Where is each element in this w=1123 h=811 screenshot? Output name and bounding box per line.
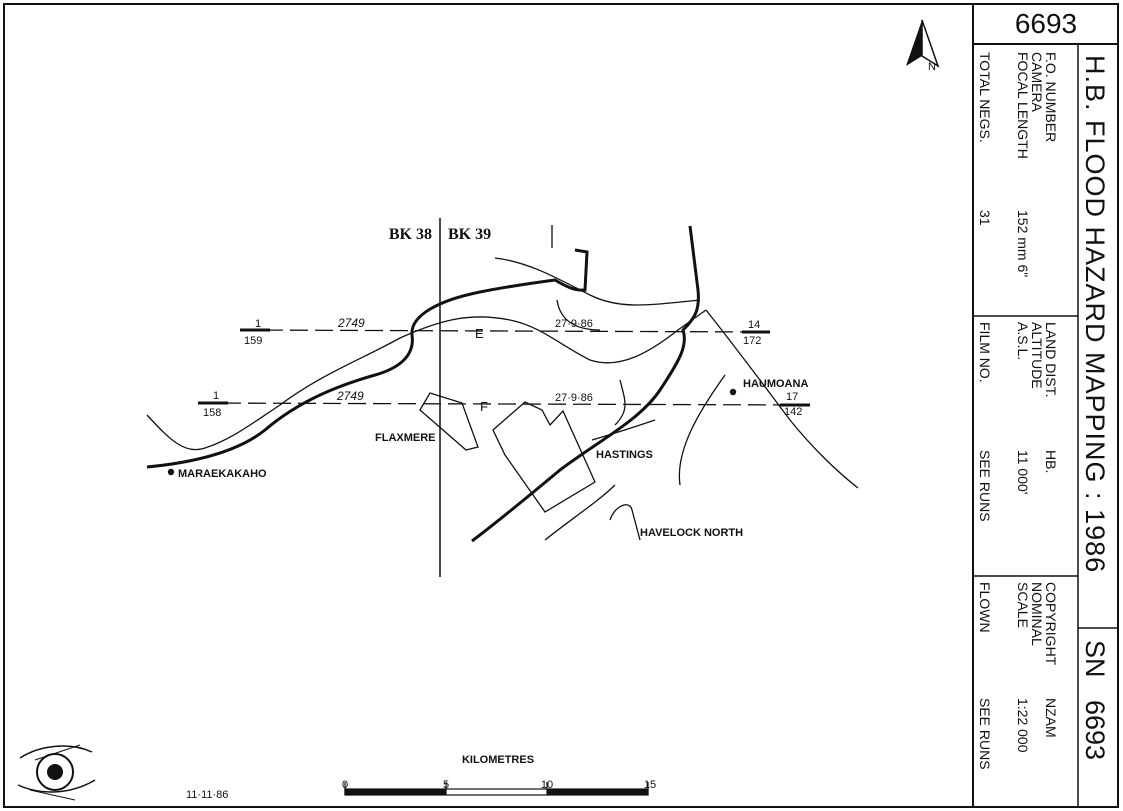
total-negs-label: TOTAL NEGS. [977,52,993,143]
land-dist-label: LAND DIST. [1043,322,1059,397]
scale-unit-label: KILOMETRES [462,754,534,766]
block-left-label: BK 38 [389,226,432,243]
maraekakaho-marker [167,468,175,476]
flaxmere-boundary [419,392,479,451]
place-flaxmere: FLAXMERE [375,432,436,444]
place-hastings: HASTINGS [596,449,653,461]
run-e-end-bottom: 172 [743,335,761,347]
scale-tick-10: 10 [541,779,553,791]
run-f-end-bottom: 142 [784,406,802,418]
total-negs-value: 31 [977,210,993,226]
run-f-id: F [480,399,488,414]
sheet-number: 6693 [1015,8,1077,39]
sheet-border [3,3,1119,808]
main-river [146,225,700,543]
scale-tick-0: 0 [342,779,348,791]
north-label: N [928,61,936,73]
run-e-start-top: 1 [255,318,261,330]
block-right-label: BK 39 [448,226,491,243]
hastings-boundary [492,401,596,513]
scale-bar [344,782,649,796]
sn-value: 6693 [1080,700,1110,760]
north-arrow-icon [906,19,940,68]
altitude-value: 11 000' [1015,450,1031,494]
run-f-date: 27·9·86 [555,392,593,404]
run-e-start-bottom: 159 [244,335,262,347]
film-no-label: FILM NO. [977,322,993,383]
run-e-end-top: 14 [748,319,760,331]
aerial-mapping-logo [17,744,96,801]
land-dist-value: HB. [1043,450,1059,473]
run-e-date: 27·9·86 [555,318,593,330]
run-f-film: 2749 [336,389,364,403]
map-title: H.B. FLOOD HAZARD MAPPING : 1986 [1080,55,1110,573]
asl-label: A.S.L. [1015,322,1031,360]
fo-number-label: F.O. NUMBER [1043,52,1059,142]
run-f-start-bottom: 158 [203,407,221,419]
place-havelock-north: HAVELOCK NORTH [640,527,743,539]
haumoana-marker [729,388,737,396]
camera-label: CAMERA [1029,52,1045,113]
date-flown: 11·11·86 [186,789,228,801]
run-e-id: E [475,326,484,341]
place-haumoana: HAUMOANA [743,378,808,390]
scale-tick-15: 15 [644,779,656,791]
flown-label: FLOWN [977,582,993,633]
sn-label: SN [1080,640,1110,678]
run-e-film: 2749 [337,316,365,330]
run-f-end-top: 17 [786,391,798,403]
flown-value: SEE RUNS [977,698,993,770]
scale-tick-5: 5 [443,779,449,791]
focal-length-label: FOCAL LENGTH [1015,52,1031,159]
copyright-label: COPYRIGHT [1043,582,1059,666]
scale-label: SCALE [1015,582,1031,628]
run-f-start-top: 1 [213,390,219,402]
film-no-value: SEE RUNS [977,450,993,522]
place-maraekakaho: MARAEKAKAHO [178,468,267,480]
flight-runs [197,328,811,407]
altitude-label: ALTITUDE [1029,322,1045,389]
nominal-scale-value: 1:22 000 [1015,698,1031,753]
copyright-value: NZAM [1043,698,1059,738]
nominal-label: NOMINAL [1029,582,1045,646]
focal-length-value: 152 mm 6" [1015,210,1031,277]
